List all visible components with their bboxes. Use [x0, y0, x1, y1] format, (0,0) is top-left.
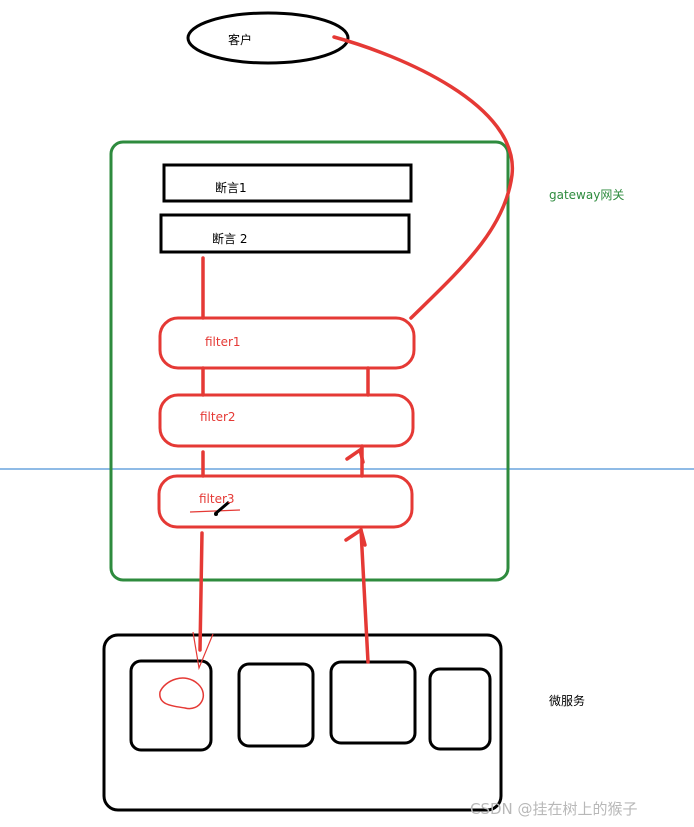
service-box-2: [237, 662, 315, 748]
arrowhead-down: [192, 631, 214, 671]
client-node: [186, 11, 350, 65]
client-label: 客户: [228, 33, 253, 47]
arrowhead-up-2: [345, 447, 365, 464]
gateway-label: gateway网关: [549, 188, 625, 202]
client-to-gateway-line: [332, 35, 514, 320]
service-box-3: [329, 660, 417, 745]
filter-box-2: [158, 393, 415, 448]
highlight-scribble: [159, 677, 204, 710]
predicate-box-2: [159, 213, 411, 254]
filter-label-3: filter3: [199, 492, 235, 506]
gateway-frame: [109, 140, 510, 582]
response-line-a: [359, 528, 370, 664]
predicate-label-2: 断言 2: [212, 232, 248, 246]
flow-line-d: [198, 531, 204, 652]
arrowhead-up-1: [344, 527, 367, 547]
service-box-4: [428, 667, 492, 751]
filter-label-1: filter1: [205, 335, 241, 349]
predicate-box-1: [162, 163, 413, 203]
filter-box-3: [157, 474, 414, 529]
filter-box-1: [158, 316, 416, 370]
predicate-label-1: 断言1: [215, 181, 247, 195]
watermark: CSDN @挂在树上的猴子: [470, 800, 638, 818]
pen-cursor-icon: [189, 500, 241, 516]
microservices-label: 微服务: [549, 694, 586, 708]
filter-label-2: filter2: [200, 410, 236, 424]
